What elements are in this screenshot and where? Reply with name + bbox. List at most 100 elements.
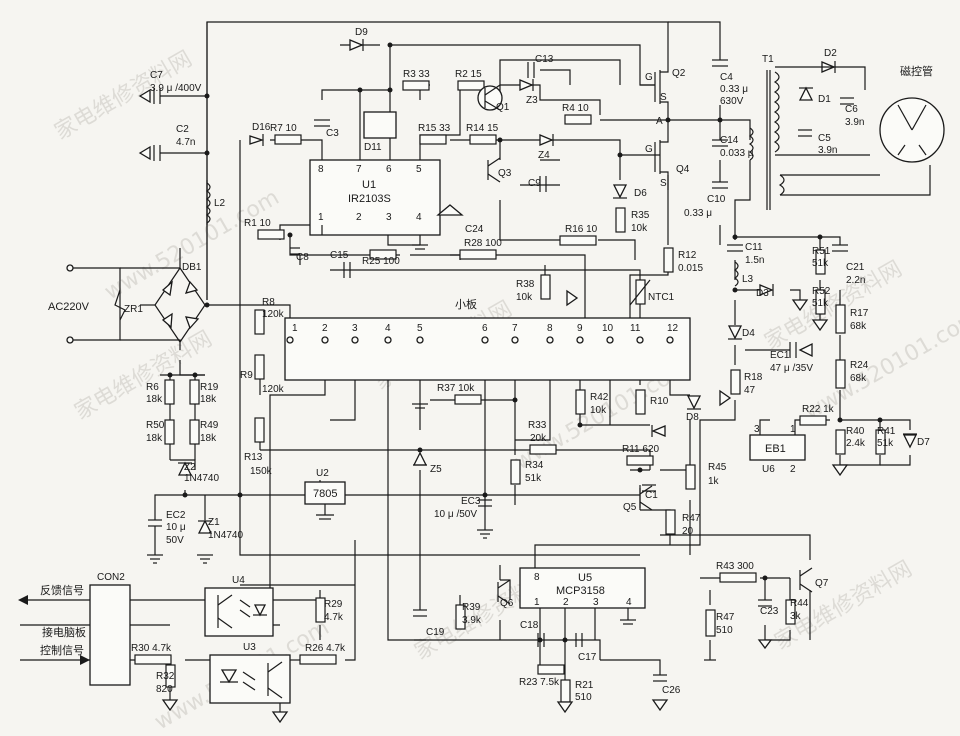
svg-text:47: 47 [744, 385, 756, 396]
svg-text:C4: C4 [720, 72, 733, 83]
svg-text:630V: 630V [720, 96, 744, 107]
svg-text:5: 5 [416, 164, 422, 175]
svg-text:R12: R12 [678, 250, 697, 261]
svg-text:120k: 120k [262, 309, 285, 320]
svg-text:12: 12 [667, 323, 679, 334]
svg-text:18k: 18k [200, 433, 217, 444]
svg-text:20k: 20k [530, 433, 547, 444]
svg-text:R7 10: R7 10 [270, 123, 297, 134]
svg-text:C15: C15 [330, 250, 349, 261]
svg-text:C6: C6 [845, 104, 858, 115]
svg-text:D1: D1 [818, 94, 831, 105]
svg-text:小板: 小板 [455, 297, 477, 311]
svg-text:T1: T1 [762, 54, 774, 65]
opto-u3: U3 [209, 642, 291, 704]
svg-text:R1 10: R1 10 [244, 218, 271, 229]
svg-text:6: 6 [386, 164, 392, 175]
transformer-t1: T1 [762, 54, 931, 210]
svg-text:C21: C21 [846, 262, 865, 273]
svg-text:1: 1 [292, 323, 298, 334]
svg-text:D3: D3 [756, 288, 769, 299]
svg-text:2: 2 [322, 323, 328, 334]
svg-text:磁控管: 磁控管 [900, 64, 933, 78]
svg-text:0.33 μ: 0.33 μ [720, 84, 748, 95]
svg-text:R42: R42 [590, 392, 609, 403]
svg-text:R15 33: R15 33 [418, 123, 451, 134]
connector-con2: CON2 反馈信号 接电脑板 控制信号 [18, 572, 131, 686]
diodes: D9 D16 D11 Z3 Z4 D6 D3 D4 D8 D7 Z5 [177, 27, 930, 541]
svg-text:4: 4 [385, 323, 391, 334]
svg-text:0.33 μ: 0.33 μ [684, 208, 712, 219]
svg-text:R34: R34 [525, 460, 544, 471]
svg-text:150k: 150k [250, 466, 273, 477]
svg-text:C10: C10 [707, 194, 726, 205]
svg-text:NTC1: NTC1 [648, 292, 675, 303]
svg-text:R21: R21 [575, 680, 594, 691]
svg-text:Q3: Q3 [498, 168, 512, 179]
svg-text:10k: 10k [516, 292, 533, 303]
ac-input-label: AC220V [48, 301, 90, 313]
svg-text:D11: D11 [364, 142, 382, 153]
svg-text:7: 7 [512, 323, 518, 334]
svg-text:3.9n: 3.9n [818, 145, 837, 156]
svg-text:C1: C1 [645, 490, 658, 501]
svg-text:2: 2 [356, 212, 362, 223]
svg-text:10k: 10k [590, 405, 607, 416]
svg-text:Q6: Q6 [500, 598, 514, 609]
svg-text:R50: R50 [146, 420, 165, 431]
svg-text:R33: R33 [528, 420, 547, 431]
svg-text:R44: R44 [790, 598, 809, 609]
svg-text:R23 7.5k: R23 7.5k [519, 677, 560, 688]
svg-text:U2: U2 [316, 468, 329, 479]
ic-u5: U5 MCP3158 8 1 2 3 4 [519, 544, 646, 640]
svg-text:R37 10k: R37 10k [437, 383, 475, 394]
svg-text:C9: C9 [528, 178, 541, 189]
svg-text:U5: U5 [578, 572, 592, 584]
svg-text:10 μ /50V: 10 μ /50V [434, 509, 477, 520]
svg-text:R35: R35 [631, 210, 650, 221]
svg-text:R19: R19 [200, 382, 219, 393]
svg-text:R39: R39 [462, 602, 481, 613]
svg-text:U1: U1 [362, 179, 376, 191]
svg-text:51k: 51k [877, 438, 894, 449]
svg-text:1: 1 [790, 424, 796, 435]
svg-text:C5: C5 [818, 133, 831, 144]
svg-text:2.2n: 2.2n [846, 275, 865, 286]
svg-text:R28 100: R28 100 [464, 238, 502, 249]
svg-text:ZR1: ZR1 [124, 304, 143, 315]
svg-text:R45: R45 [708, 462, 727, 473]
opto-u4: U4 [204, 575, 274, 637]
svg-text:D6: D6 [634, 188, 647, 199]
svg-text:2.4k: 2.4k [846, 438, 866, 449]
svg-text:MCP3158: MCP3158 [556, 585, 605, 597]
svg-text:G: G [645, 144, 653, 155]
inductors: L2 L3 [205, 127, 754, 287]
svg-text:R41: R41 [877, 426, 896, 437]
module-eb1: EB1 3 1 2 U6 [749, 419, 806, 475]
svg-text:C17: C17 [578, 652, 597, 663]
svg-text:R24: R24 [850, 360, 869, 371]
svg-text:R32: R32 [156, 671, 175, 682]
svg-text:R4 10: R4 10 [562, 103, 589, 114]
svg-text:C13: C13 [535, 54, 554, 65]
svg-text:Z4: Z4 [538, 150, 550, 161]
svg-text:47 μ /35V: 47 μ /35V [770, 363, 813, 374]
bridge-rectifier: DB1 ZR1 AC220V [48, 262, 206, 344]
svg-text:11: 11 [630, 323, 641, 334]
svg-text:1k: 1k [708, 476, 720, 487]
svg-text:R17: R17 [850, 308, 869, 319]
svg-text:R30 4.7k: R30 4.7k [131, 643, 172, 654]
svg-text:U3: U3 [243, 642, 256, 653]
svg-text:5: 5 [417, 323, 423, 334]
svg-text:Q2: Q2 [672, 68, 686, 79]
svg-text:L3: L3 [742, 274, 754, 285]
magnetron: 磁控管 [879, 64, 945, 163]
svg-text:D9: D9 [355, 27, 368, 38]
svg-text:D7: D7 [917, 437, 930, 448]
svg-text:3: 3 [386, 212, 392, 223]
svg-text:R40: R40 [846, 426, 865, 437]
svg-text:10 μ: 10 μ [166, 522, 186, 533]
svg-text:C24: C24 [465, 224, 484, 235]
svg-text:D4: D4 [742, 328, 755, 339]
